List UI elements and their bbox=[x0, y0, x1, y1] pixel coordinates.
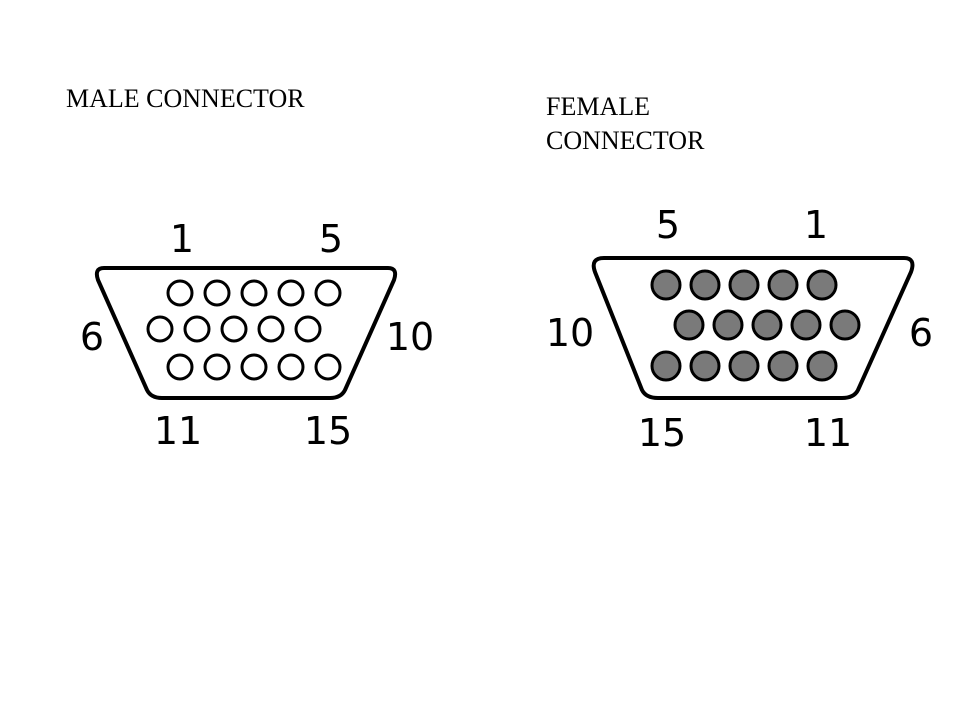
male-pin bbox=[314, 353, 342, 381]
male-pin-label-top-left: 1 bbox=[170, 217, 194, 261]
female-pin-label-bottom-right: 11 bbox=[804, 411, 852, 455]
male-pin bbox=[294, 315, 322, 343]
male-connector: 1 5 6 10 11 15 bbox=[80, 217, 434, 453]
male-pin-label-top-right: 5 bbox=[319, 217, 343, 261]
female-pin bbox=[650, 269, 682, 301]
female-pin bbox=[806, 350, 838, 382]
male-pin-label-middle-left: 6 bbox=[80, 315, 104, 359]
male-connector-caption: MALE CONNECTOR bbox=[66, 84, 305, 113]
female-connector: 5 1 10 6 15 11 bbox=[546, 203, 933, 455]
female-caption-line2: CONNECTOR bbox=[546, 126, 705, 155]
male-pins bbox=[146, 279, 342, 381]
male-pin-label-bottom-left: 11 bbox=[154, 409, 202, 453]
male-pin bbox=[183, 315, 211, 343]
female-pins bbox=[650, 269, 861, 382]
male-pin bbox=[314, 279, 342, 307]
female-pin bbox=[790, 309, 822, 341]
male-pin bbox=[277, 353, 305, 381]
female-pin bbox=[767, 350, 799, 382]
female-pin-label-top-right: 1 bbox=[804, 203, 828, 247]
female-pin-label-bottom-left: 15 bbox=[638, 411, 686, 455]
female-pin bbox=[829, 309, 861, 341]
male-pin bbox=[220, 315, 248, 343]
male-pin bbox=[203, 353, 231, 381]
female-pin bbox=[767, 269, 799, 301]
female-pin bbox=[689, 269, 721, 301]
female-pin bbox=[673, 309, 705, 341]
male-pin bbox=[240, 279, 268, 307]
male-pin bbox=[166, 279, 194, 307]
female-pin bbox=[689, 350, 721, 382]
female-pin-label-middle-left: 10 bbox=[546, 311, 594, 355]
female-connector-caption: FEMALE CONNECTOR bbox=[546, 90, 704, 158]
male-pin bbox=[146, 315, 174, 343]
male-pin bbox=[277, 279, 305, 307]
female-pin bbox=[650, 350, 682, 382]
female-pin bbox=[806, 269, 838, 301]
female-pin bbox=[712, 309, 744, 341]
male-pin bbox=[240, 353, 268, 381]
male-pin-label-middle-right: 10 bbox=[386, 315, 434, 359]
female-pin bbox=[751, 309, 783, 341]
male-pin bbox=[203, 279, 231, 307]
female-caption-line1: FEMALE bbox=[546, 92, 650, 121]
female-pin-label-top-left: 5 bbox=[656, 203, 680, 247]
male-pin-label-bottom-right: 15 bbox=[304, 409, 352, 453]
female-pin bbox=[728, 269, 760, 301]
female-pin-label-middle-right: 6 bbox=[909, 311, 933, 355]
male-pin bbox=[257, 315, 285, 343]
female-pin bbox=[728, 350, 760, 382]
male-pin bbox=[166, 353, 194, 381]
